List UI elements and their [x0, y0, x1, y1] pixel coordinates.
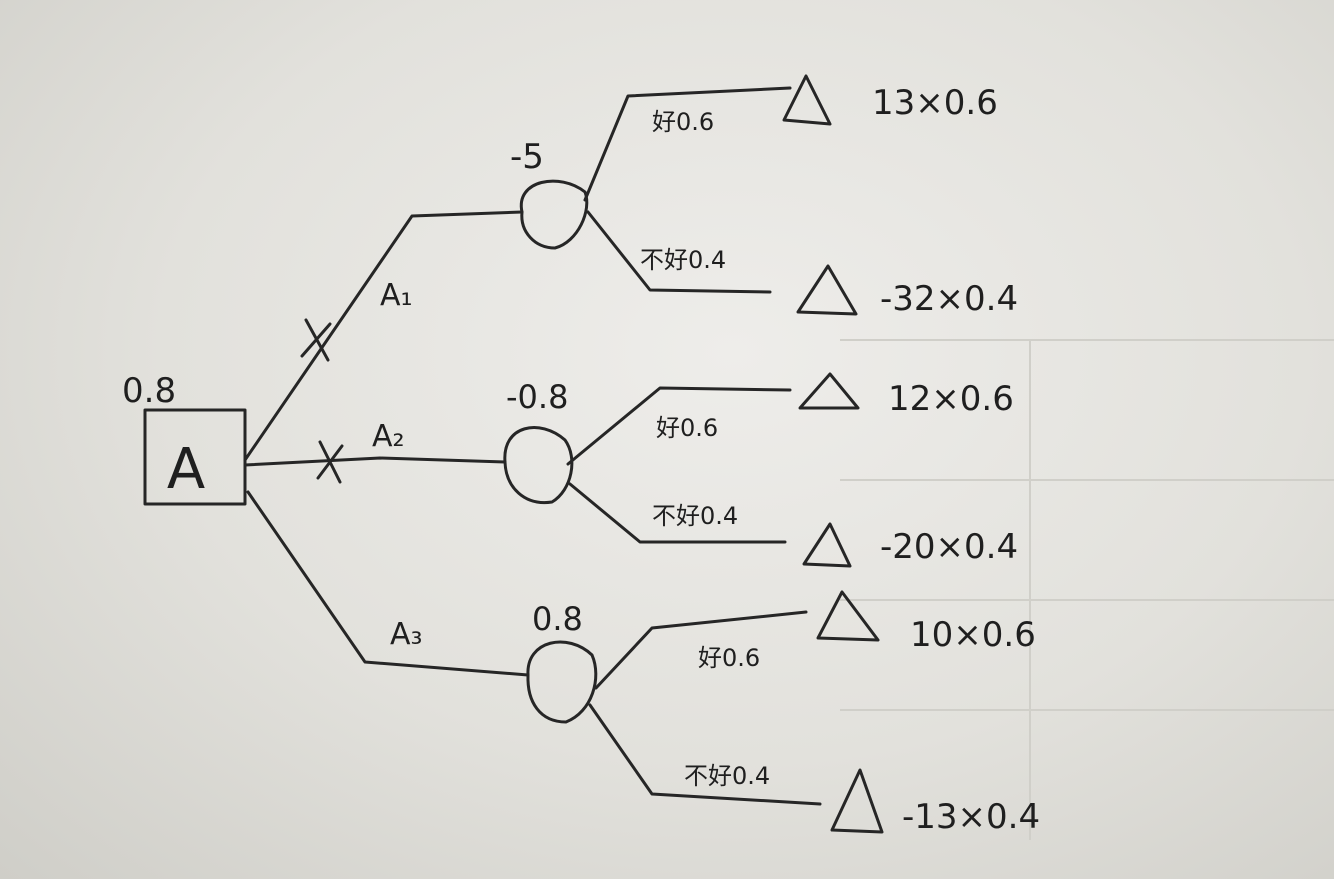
decision-node: A 0.8: [122, 371, 247, 506]
outcome-a2-bad-line: [568, 482, 787, 544]
decision-node-label: A: [167, 437, 205, 502]
terminal-a1-bad-payoff: -32×0.4: [880, 279, 1018, 319]
chance-node-a3-value: 0.8: [532, 600, 583, 638]
terminal-a2-good: [798, 372, 860, 410]
outcome-a3-bad-label: 不好0.4: [684, 762, 770, 790]
terminal-a1-good-payoff: 13×0.6: [872, 83, 998, 123]
outcome-a2-good-line: [566, 386, 792, 466]
outcome-a2-bad-label: 不好0.4: [652, 502, 738, 530]
branch-a3-label: A₃: [390, 617, 423, 652]
decision-node-value: 0.8: [122, 371, 176, 411]
branch-a1-line: [243, 210, 524, 462]
terminal-a1-bad: [796, 264, 858, 316]
chance-node-a3: [526, 640, 598, 724]
branch-a2-line: [243, 456, 507, 467]
outcome-a3-bad-line: [588, 703, 822, 806]
chance-node-a2-value: -0.8: [506, 378, 568, 416]
terminal-a2-bad-payoff: -20×0.4: [880, 527, 1018, 567]
branch-a1-label: A₁: [380, 278, 413, 313]
terminal-a3-good-payoff: 10×0.6: [910, 615, 1036, 655]
outcome-a1-good-line: [583, 86, 792, 202]
terminal-a1-good: [782, 74, 832, 126]
chance-node-a1: [519, 179, 589, 250]
chance-node-a1-value: -5: [510, 137, 544, 177]
branch-a2: A₂ -0.8 好0.6 12×0.6 不好0.4 -20×0.4: [243, 372, 1018, 568]
outcome-a3-good-label: 好0.6: [698, 644, 760, 672]
outcome-a1-bad-label: 不好0.4: [640, 246, 726, 274]
terminal-a2-bad: [802, 522, 852, 568]
branch-a2-label: A₂: [372, 419, 405, 454]
outcome-a3-good-line: [594, 610, 808, 690]
terminal-a3-good: [816, 590, 880, 642]
branch-a1: A₁ -5 好0.6 13×0.6 不好0.4 -32×0.4: [243, 74, 1018, 462]
terminal-a3-bad: [830, 768, 884, 834]
decision-node-box: [143, 408, 247, 506]
outcome-a2-good-label: 好0.6: [656, 414, 718, 442]
outcome-a1-bad-line: [586, 210, 772, 294]
branch-a3: A₃ 0.8 好0.6 10×0.6 不好0.4 -13×0.4: [246, 490, 1040, 837]
terminal-a2-good-payoff: 12×0.6: [888, 379, 1014, 419]
branch-a1-prune-mark: [300, 318, 332, 362]
terminal-a3-bad-payoff: -13×0.4: [902, 797, 1040, 837]
branch-a2-prune-mark: [316, 440, 344, 484]
background-paper-lines: [840, 339, 1334, 840]
chance-node-a2: [503, 426, 574, 505]
branch-a3-line: [246, 490, 530, 677]
outcome-a1-good-label: 好0.6: [652, 108, 714, 136]
